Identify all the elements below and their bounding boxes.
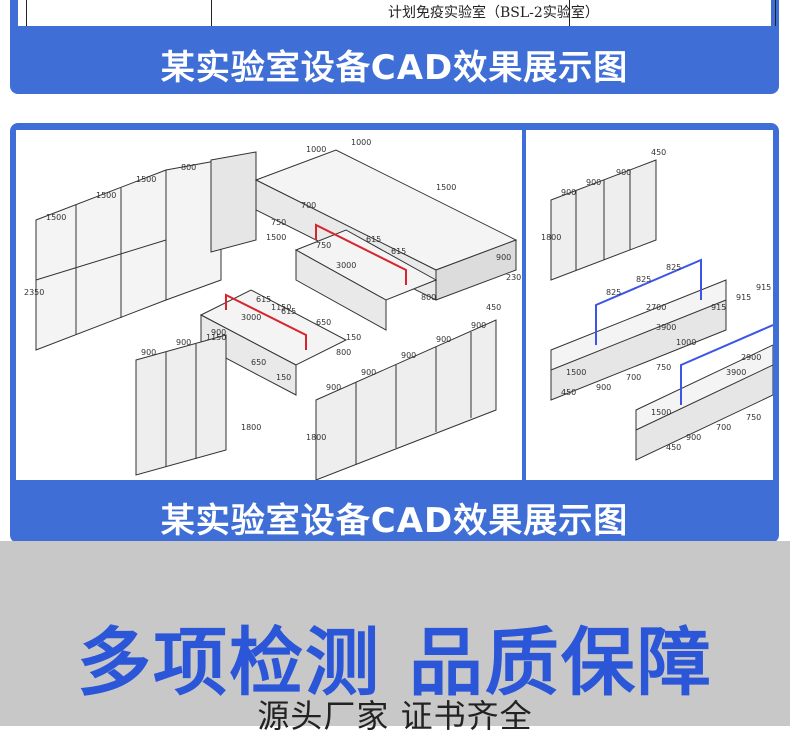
dimension-label: 800: [336, 348, 351, 357]
dimension-label: 1000: [306, 145, 326, 154]
dimension-label: 3000: [241, 313, 261, 322]
spec-table-fragment: 计划免疫实验室（BSL-2实验室）: [18, 0, 776, 28]
dimension-label: 2350: [24, 288, 44, 297]
dimension-label: 900: [211, 328, 226, 337]
dimension-label: 900: [561, 188, 576, 197]
table-cell-divider: [26, 0, 27, 26]
dimension-label: 825: [666, 263, 681, 272]
dimension-label: 800: [421, 293, 436, 302]
dimension-label: 1800: [541, 233, 561, 242]
dimension-label: 230: [506, 273, 521, 282]
dimension-label: 450: [561, 388, 576, 397]
dimension-label: 615: [366, 235, 381, 244]
dimension-label: 900: [496, 253, 511, 262]
dimension-label: 1500: [436, 183, 456, 192]
dimension-label: 150: [346, 333, 361, 342]
dimension-label: 900: [586, 178, 601, 187]
dimension-label: 825: [606, 288, 621, 297]
table-cell-text: 计划免疫实验室（BSL-2实验室）: [388, 5, 599, 21]
dimension-label: 900: [616, 168, 631, 177]
dimension-label: 915: [711, 303, 726, 312]
dimension-label: 1500: [136, 175, 156, 184]
quality-subline: 源头厂家 证书齐全: [257, 697, 533, 735]
dimension-label: 650: [251, 358, 266, 367]
dimension-label: 615: [391, 247, 406, 256]
cad-showcase-panel: 1500 1500 1500 800 1000 1000 1500 750 700 1500 750…: [10, 123, 779, 543]
dimension-label: 150: [276, 373, 291, 382]
table-cell-divider: [211, 0, 212, 26]
lab-furniture-layout-drawing: 1500 1500 1500 800 1000 1000 1500 750 700 1500 750…: [24, 138, 521, 480]
dimension-label: 900: [401, 351, 416, 360]
dimension-label: 750: [656, 363, 671, 372]
dimension-label: 900: [326, 383, 341, 392]
dimension-label: 1800: [306, 433, 326, 442]
dimension-label: 1000: [676, 338, 696, 347]
cad-drawing-layout: 1500 1500 1500 800 1000 1000 1500 750 700 1500 750…: [16, 130, 522, 480]
dimension-label: 2700: [646, 303, 666, 312]
quality-banner: 多项检测 品质保障 源头厂家 证书齐全: [0, 541, 790, 735]
top-cad-panel: 计划免疫实验室（BSL-2实验室） 某实验室设备CAD效果展示图: [10, 0, 779, 94]
dimension-label: 1150: [206, 333, 226, 342]
dimension-label: 1500: [46, 213, 66, 222]
dimension-label: 2900: [741, 353, 761, 362]
dimension-label: 900: [686, 433, 701, 442]
table-cell-divider: [775, 0, 776, 26]
dimension-label: 1500: [566, 368, 586, 377]
dimension-label: 700: [626, 373, 641, 382]
dimension-label: 900: [176, 338, 191, 347]
dimension-label: 450: [666, 443, 681, 452]
dimension-label: 650: [316, 318, 331, 327]
dimension-label: 1800: [241, 423, 261, 432]
dimension-label: 615: [256, 295, 271, 304]
dimension-label: 3000: [336, 261, 356, 270]
dimension-label: 450: [651, 148, 666, 157]
lab-bench-detail-drawing: 4509009009001800825825825270039001000150…: [541, 148, 773, 461]
dimension-label: 1500: [96, 191, 116, 200]
dimension-label: 900: [596, 383, 611, 392]
dimension-label: 750: [316, 241, 331, 250]
dimension-label: 750: [271, 218, 286, 227]
dimension-label: 450: [486, 303, 501, 312]
dimension-label: 1500: [266, 233, 286, 242]
dimension-label: 750: [746, 413, 761, 422]
dimension-label: 3900: [656, 323, 676, 332]
dimension-label: 3900: [726, 368, 746, 377]
dimension-label: 915: [756, 283, 771, 292]
dimension-label: 615: [281, 307, 296, 316]
dimension-label: 900: [141, 348, 156, 357]
dimension-label: 900: [361, 368, 376, 377]
top-caption: 某实验室设备CAD效果展示图: [160, 48, 629, 88]
dimension-label: 1500: [651, 408, 671, 417]
dimension-label: 915: [736, 293, 751, 302]
dimension-label: 700: [716, 423, 731, 432]
dimension-label: 1000: [351, 138, 371, 147]
dimension-label: 825: [636, 275, 651, 284]
dimension-label: 900: [471, 321, 486, 330]
quality-headline: 多项检测 品质保障: [77, 620, 713, 706]
dimension-label: 900: [436, 335, 451, 344]
dimension-label: 1150: [271, 303, 291, 312]
table-cell-divider: [569, 0, 570, 26]
dimension-label: 700: [301, 201, 316, 210]
dimension-label: 800: [181, 163, 196, 172]
middle-caption: 某实验室设备CAD效果展示图: [160, 501, 629, 541]
